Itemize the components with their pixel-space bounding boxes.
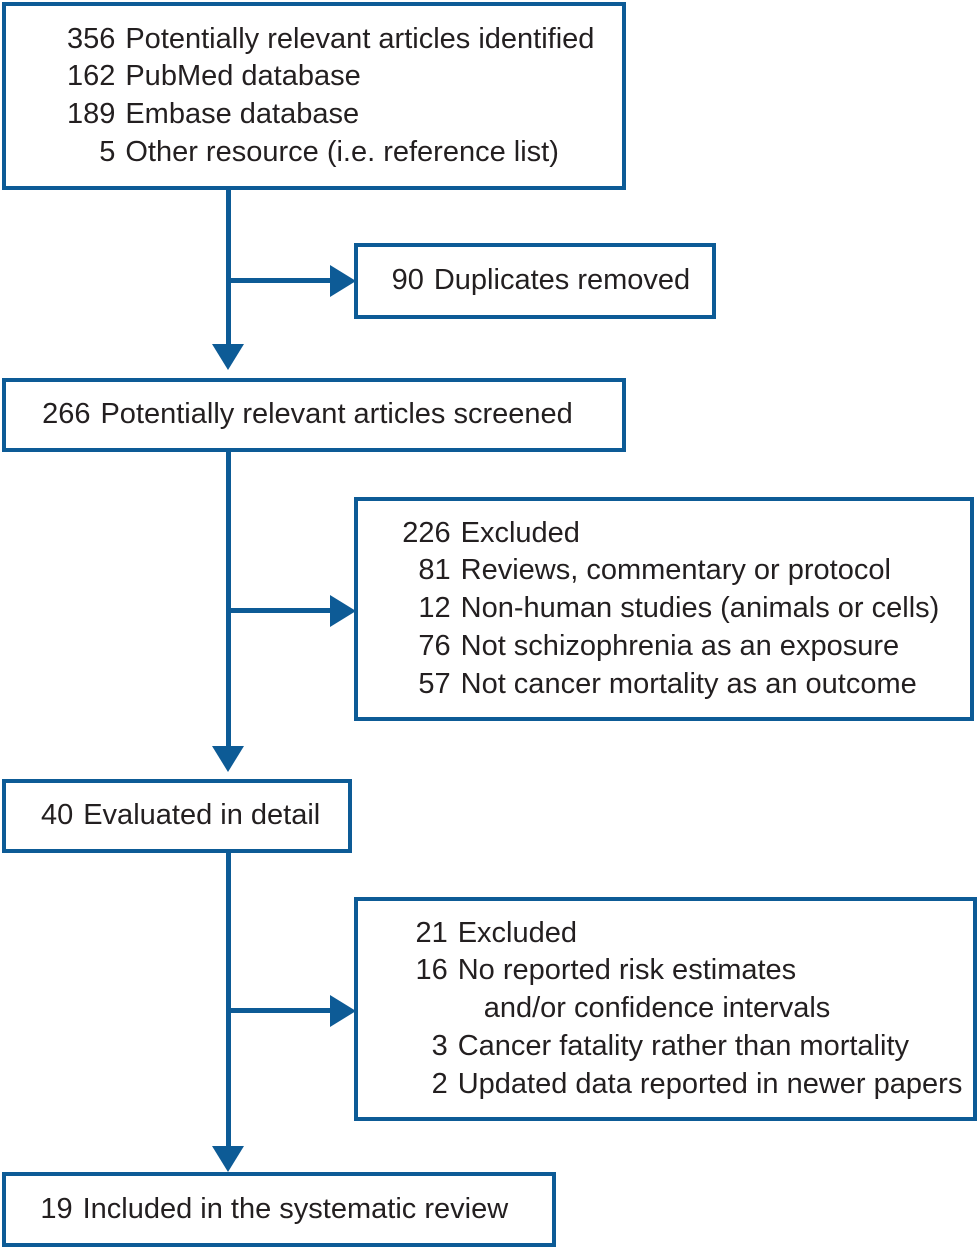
node-line: 266 Potentially relevant articles screen…	[36, 396, 622, 434]
node-line: 81 Reviews, commentary or protocol	[388, 552, 970, 590]
node-line: 40 Evaluated in detail	[36, 797, 348, 835]
node-lines: 40 Evaluated in detail	[36, 797, 348, 835]
line-text: Reviews, commentary or protocol	[460, 554, 891, 587]
node-lines: 90 Duplicates removed	[388, 262, 712, 300]
line-count: 2	[431, 1067, 448, 1100]
node-articles-screened: 266 Potentially relevant articles screen…	[2, 378, 626, 452]
line-text: Updated data reported in newer papers	[457, 1067, 963, 1100]
line-count: 57	[418, 667, 451, 700]
connector-screened-to-evaluated	[226, 450, 231, 750]
node-line: 76 Not schizophrenia as an exposure	[388, 628, 970, 666]
node-line: 57 Not cancer mortality as an outcome	[388, 666, 970, 704]
node-duplicates-removed: 90 Duplicates removed	[354, 243, 716, 319]
node-lines: 19 Included in the systematic review	[36, 1191, 552, 1229]
line-count: 12	[418, 592, 451, 625]
line-text: Potentially relevant articles screened	[100, 398, 573, 431]
node-line: 189 Embase database	[36, 96, 622, 134]
line-count: 3	[431, 1029, 448, 1062]
line-count: 266	[42, 398, 91, 431]
line-text: Excluded	[460, 516, 580, 549]
line-count: 5	[99, 135, 116, 168]
line-count: 16	[415, 954, 448, 987]
node-included-systematic-review: 19 Included in the systematic review	[2, 1172, 556, 1247]
line-text: PubMed database	[125, 60, 361, 93]
node-lines: 21 Excluded 16 No reported risk estimate…	[388, 915, 973, 1103]
line-count: 40	[40, 799, 74, 832]
node-line-continuation: and/or confidence intervals	[388, 990, 973, 1028]
line-count: 21	[415, 916, 448, 949]
arrowhead-to-excluded-eligibility	[330, 995, 356, 1027]
connector-to-duplicates	[226, 278, 332, 283]
line-count: 356	[66, 22, 116, 55]
line-text: Not cancer mortality as an outcome	[460, 667, 917, 700]
arrowhead-to-evaluated	[212, 746, 244, 772]
node-line: 162 PubMed database	[36, 58, 622, 96]
line-text: Embase database	[125, 98, 360, 130]
line-count: 19	[40, 1192, 73, 1225]
line-text: Cancer fatality rather than mortality	[457, 1029, 910, 1062]
connector-evaluated-to-included	[226, 852, 231, 1150]
line-text: Other resource (i.e. reference list)	[125, 135, 559, 168]
line-count: 76	[418, 629, 451, 662]
line-text: Potentially relevant articles identified	[125, 22, 595, 55]
line-text: Evaluated in detail	[83, 799, 321, 832]
node-line: 90 Duplicates removed	[388, 262, 712, 300]
line-count: 189	[66, 98, 116, 130]
node-evaluated-in-detail: 40 Evaluated in detail	[2, 779, 352, 853]
node-line: 5 Other resource (i.e. reference list)	[36, 134, 622, 172]
line-count: 90	[391, 264, 424, 297]
node-lines: 226 Excluded 81 Reviews, commentary or p…	[388, 515, 970, 703]
line-text: Duplicates removed	[433, 264, 691, 297]
line-text: Non-human studies (animals or cells)	[460, 592, 940, 625]
line-count: 81	[418, 554, 451, 587]
node-line: 2 Updated data reported in newer papers	[388, 1066, 973, 1104]
connector-to-excluded-eligibility	[226, 1008, 332, 1013]
line-count: 226	[402, 516, 451, 549]
node-line: 19 Included in the systematic review	[36, 1191, 552, 1229]
node-lines: 356 Potentially relevant articles identi…	[36, 21, 622, 172]
line-text: Excluded	[457, 916, 578, 949]
line-count: 162	[66, 60, 116, 93]
line-text: Not schizophrenia as an exposure	[460, 629, 900, 662]
node-excluded-screening: 226 Excluded 81 Reviews, commentary or p…	[354, 497, 974, 721]
line-count	[388, 990, 458, 1028]
line-text: Included in the systematic review	[82, 1192, 509, 1225]
node-excluded-eligibility: 21 Excluded 16 No reported risk estimate…	[354, 897, 977, 1121]
arrowhead-to-excluded-screening	[330, 595, 356, 627]
node-line: 3 Cancer fatality rather than mortality	[388, 1028, 973, 1066]
arrowhead-to-screened	[212, 344, 244, 370]
node-line: 21 Excluded	[388, 915, 973, 953]
node-lines: 266 Potentially relevant articles screen…	[36, 396, 622, 434]
arrowhead-to-duplicates	[330, 265, 356, 297]
node-line: 12 Non-human studies (animals or cells)	[388, 590, 970, 628]
node-line: 356 Potentially relevant articles identi…	[36, 21, 622, 59]
node-line: 226 Excluded	[388, 515, 970, 553]
connector-to-excluded-screening	[226, 608, 332, 613]
line-text: No reported risk estimates	[457, 954, 797, 987]
arrowhead-to-included	[212, 1146, 244, 1172]
line-text: and/or confidence intervals	[483, 992, 831, 1025]
node-line: 16 No reported risk estimates	[388, 952, 973, 990]
node-articles-identified: 356 Potentially relevant articles identi…	[2, 2, 626, 190]
connector-identified-to-screened	[226, 188, 231, 348]
